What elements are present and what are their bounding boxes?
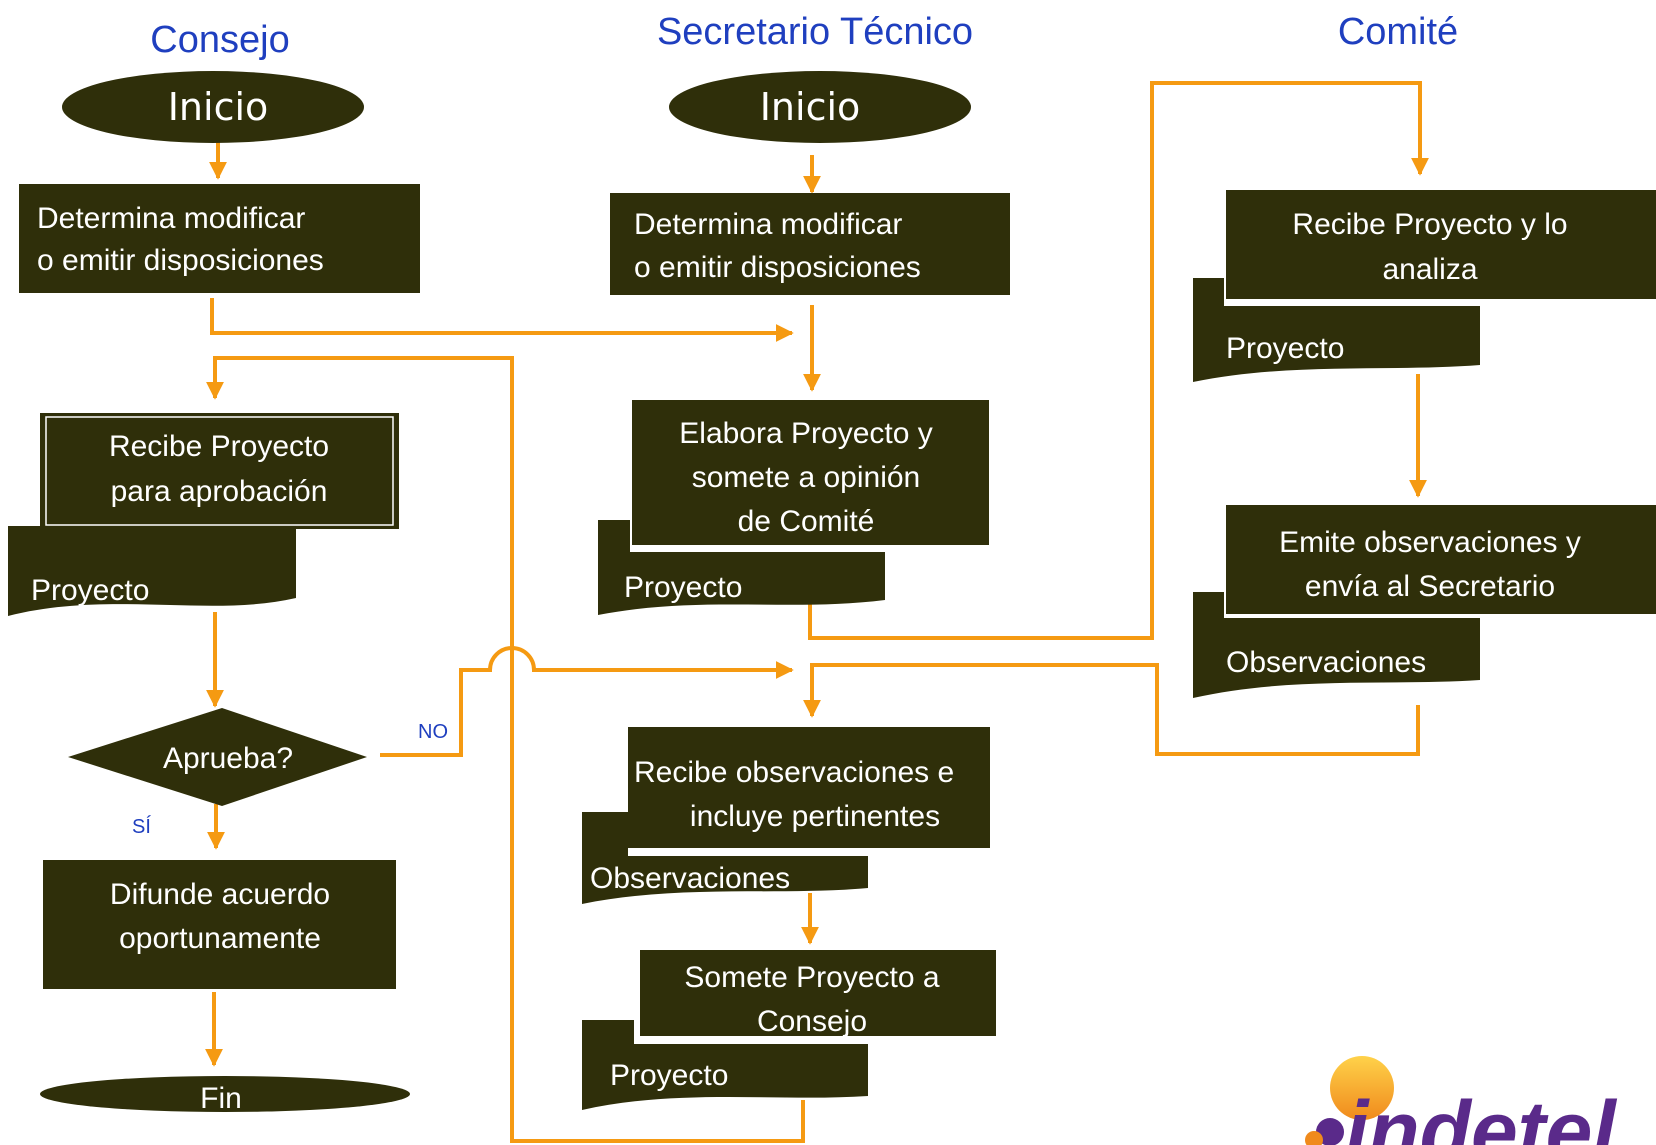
logo-dot-cluster xyxy=(1316,1118,1344,1145)
consejo-proyecto-document xyxy=(8,526,296,616)
emite-line2: envía al Secretario xyxy=(1305,570,1555,603)
secretario-proyecto-document-1 xyxy=(598,520,885,615)
consejo-determina-process: Determina modificar o emitir disposicion… xyxy=(19,184,420,293)
consejo-recibe-line1: Recibe Proyecto xyxy=(109,430,329,463)
somete-line2: Consejo xyxy=(757,1005,867,1038)
secretario-observaciones-doc-label: Observaciones xyxy=(590,862,790,895)
arrow-no-branch xyxy=(380,646,794,757)
comite-recibe-line1: Recibe Proyecto y lo xyxy=(1292,208,1567,241)
flow-lines xyxy=(205,81,1429,1143)
consejo-determina-line2: o emitir disposiciones xyxy=(37,244,324,277)
emite-line1: Emite observaciones y xyxy=(1279,526,1581,559)
consejo-recibe-process: Recibe Proyecto para aprobación Proyecto xyxy=(8,413,399,616)
arrow-comite-to-secretario xyxy=(803,663,1420,756)
comite-emite-process: Emite observaciones y envía al Secretari… xyxy=(1193,505,1656,698)
arrow-secretario-to-comite xyxy=(808,81,1429,640)
comite-observaciones-doc-label: Observaciones xyxy=(1226,646,1426,679)
elabora-line3: de Comité xyxy=(738,505,875,538)
recibe-obs-line2: incluye pertinentes xyxy=(690,800,940,833)
si-branch-label: SÍ xyxy=(132,815,151,838)
fin-label: Fin xyxy=(200,1082,242,1115)
consejo-proyecto-doc-label: Proyecto xyxy=(31,574,149,607)
logo-sphere xyxy=(1330,1056,1394,1120)
consejo-decision: Aprueba? xyxy=(68,708,367,806)
secretario-proyecto-doc-label-1: Proyecto xyxy=(624,571,742,604)
secretario-somete-process: Somete Proyecto a Consejo Proyecto xyxy=(582,950,996,1110)
indetel-logo: indetel xyxy=(1305,1056,1617,1145)
arrow-consejo-to-secretario xyxy=(210,298,794,342)
consejo-fin-terminal: Fin xyxy=(40,1076,410,1115)
secretario-elabora-process: Elabora Proyecto y somete a opinión de C… xyxy=(598,400,989,615)
consejo-difunde-process: Difunde acuerdo oportunamente xyxy=(43,860,396,989)
elabora-line2: somete a opinión xyxy=(692,461,921,494)
difunde-line2: oportunamente xyxy=(119,922,321,955)
consejo-inicio-terminal: Inicio xyxy=(62,71,364,143)
secretario-observaciones-document xyxy=(582,812,868,904)
decision-label: Aprueba? xyxy=(163,742,293,775)
somete-line1: Somete Proyecto a xyxy=(684,961,939,994)
difunde-line1: Difunde acuerdo xyxy=(110,878,330,911)
consejo-determina-line1: Determina modificar xyxy=(37,202,305,235)
secretario-proyecto-doc-label-2: Proyecto xyxy=(610,1059,728,1092)
comite-proyecto-document xyxy=(1193,278,1480,382)
consejo-inicio-label: Inicio xyxy=(168,85,269,129)
comite-proyecto-doc-label: Proyecto xyxy=(1226,332,1344,365)
secretario-determina-line1: Determina modificar xyxy=(634,208,902,241)
lane-title-comite: Comité xyxy=(1338,11,1458,53)
lane-title-secretario: Secretario Técnico xyxy=(657,11,973,53)
no-branch-label: NO xyxy=(418,721,448,743)
secretario-proyecto-document-2 xyxy=(582,1020,868,1110)
elabora-line1: Elabora Proyecto y xyxy=(679,417,932,450)
secretario-inicio-label: Inicio xyxy=(760,85,861,129)
arrow-secretario-to-consejo xyxy=(206,356,805,1143)
comite-recibe-line2: analiza xyxy=(1382,253,1477,286)
secretario-determina-process: Determina modificar o emitir disposicion… xyxy=(610,193,1010,295)
consejo-recibe-line2: para aprobación xyxy=(111,475,328,508)
secretario-inicio-terminal: Inicio xyxy=(669,71,971,143)
logo-wordmark: indetel xyxy=(1345,1084,1617,1145)
lane-title-consejo: Consejo xyxy=(150,19,289,61)
comite-recibe-process: Recibe Proyecto y lo analiza Proyecto xyxy=(1193,190,1656,382)
recibe-obs-line1: Recibe observaciones e xyxy=(634,756,954,789)
secretario-recibe-obs-process: Recibe observaciones e incluye pertinent… xyxy=(582,727,990,904)
secretario-determina-line2: o emitir disposiciones xyxy=(634,251,921,284)
comite-observaciones-document xyxy=(1193,592,1480,698)
